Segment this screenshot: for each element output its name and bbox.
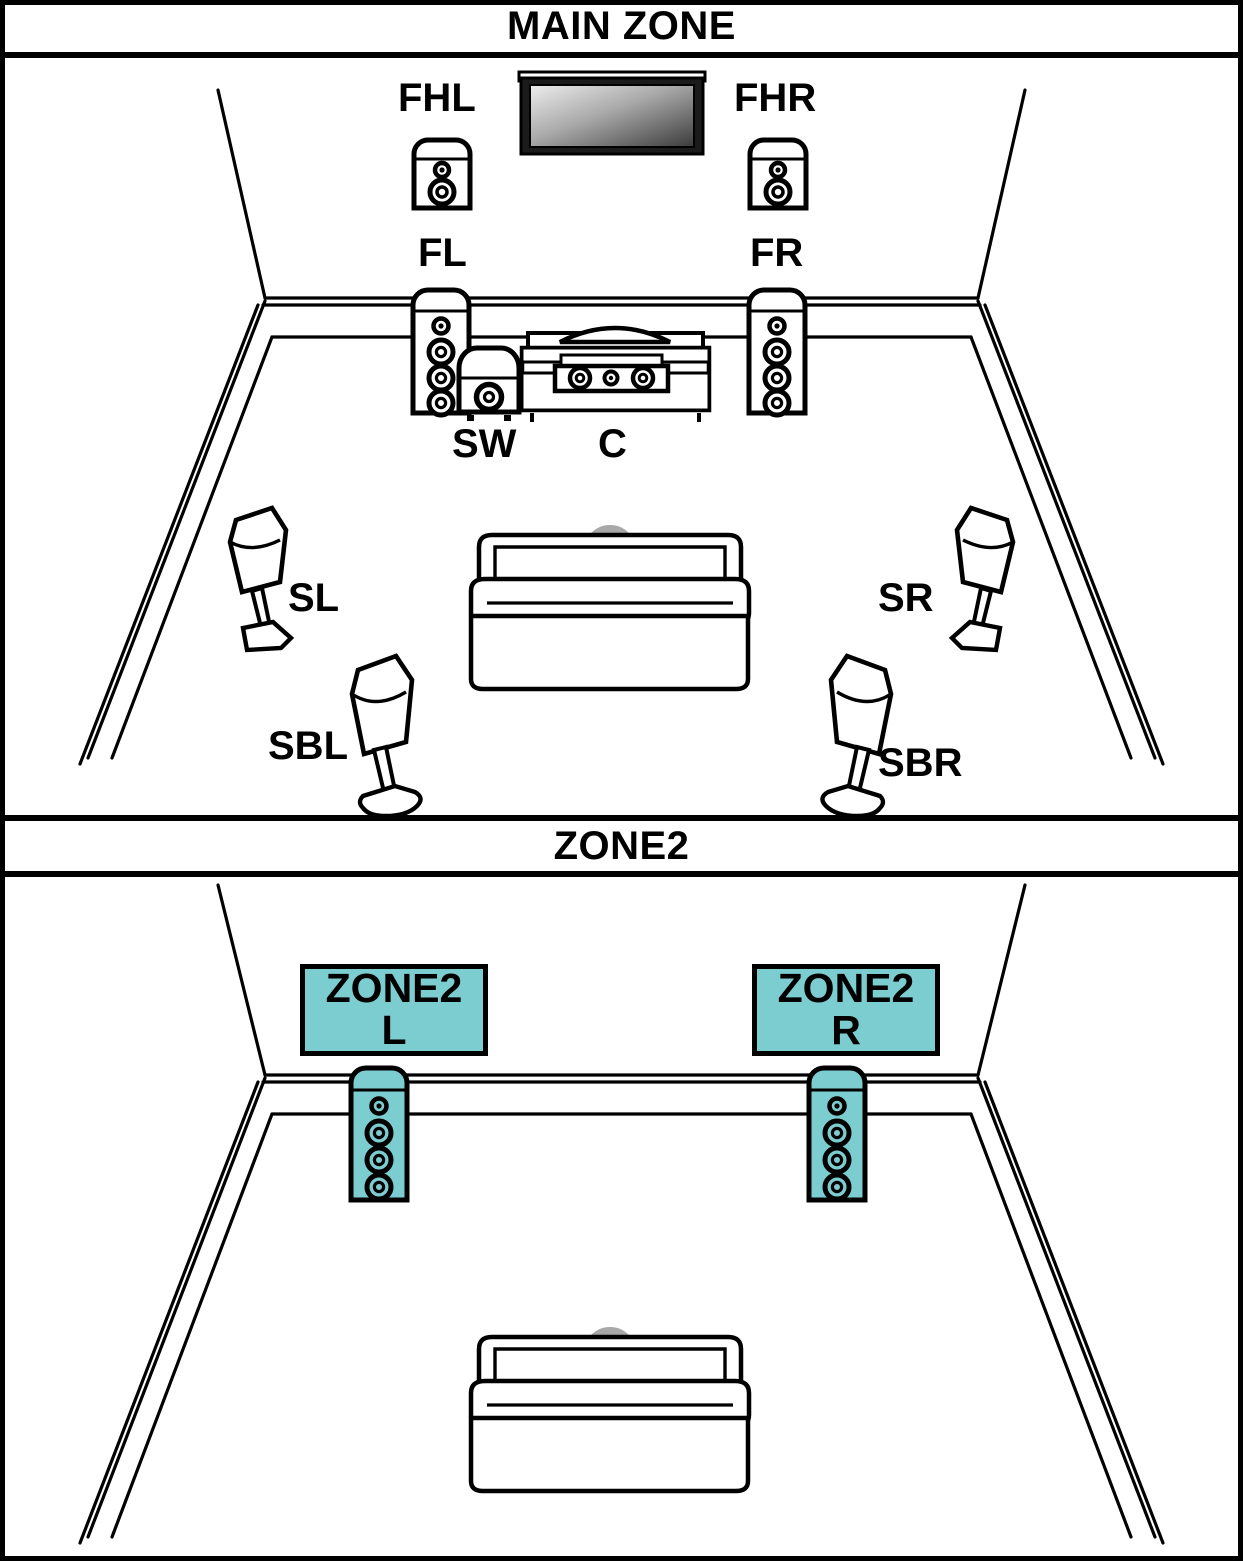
speaker-icon-fhr (747, 137, 809, 211)
speaker-icon-center (552, 353, 671, 394)
zone2-left-label-line2: L (381, 1007, 407, 1053)
television-icon (517, 70, 707, 156)
zone2-title: ZONE2 (553, 823, 690, 868)
label-sr: SR (878, 576, 934, 620)
speaker-icon-sr (948, 505, 1016, 653)
speaker-icon-fhl (411, 137, 473, 211)
speaker-icon-sbl (349, 653, 423, 815)
zone2-left-label-box: ZONE2 L (300, 964, 488, 1056)
label-fhr: FHR (734, 76, 817, 120)
sofa-icon-zone2 (468, 1334, 752, 1494)
speaker-icon-sl (227, 505, 295, 653)
zone2-left-label-line1: ZONE2 (325, 965, 463, 1012)
main-zone-title: MAIN ZONE (507, 3, 736, 48)
main-room-drawing (78, 70, 1165, 815)
label-sw: SW (452, 422, 517, 466)
label-fr: FR (750, 231, 804, 275)
speaker-icon-subwoofer (456, 345, 522, 421)
speaker-icon-zone2-left (348, 1065, 410, 1203)
zone2-right-label-line1: ZONE2 (777, 965, 915, 1012)
main-zone-header: MAIN ZONE (0, 0, 1243, 58)
zone2-room: ZONE2 L ZONE2 R (0, 877, 1243, 1561)
zone2-right-label-box: ZONE2 R (752, 964, 940, 1056)
label-sbr: SBR (878, 741, 963, 785)
zone2-right-label-line2: R (831, 1007, 861, 1053)
main-zone-room: FHL FHR FL FR SW C SL SR SBL SBR (0, 58, 1243, 815)
zone2-header: ZONE2 (0, 815, 1243, 877)
label-sl: SL (288, 576, 340, 620)
label-fhl: FHL (398, 76, 476, 120)
label-c: C (598, 422, 627, 466)
speaker-icon-zone2-right (806, 1065, 868, 1203)
speaker-icon-sbr (820, 653, 894, 815)
speaker-icon-fr (746, 287, 808, 418)
label-fl: FL (418, 231, 467, 275)
label-sbl: SBL (268, 724, 348, 768)
zone2-room-drawing (78, 883, 1165, 1545)
sofa-icon-main (468, 532, 752, 692)
